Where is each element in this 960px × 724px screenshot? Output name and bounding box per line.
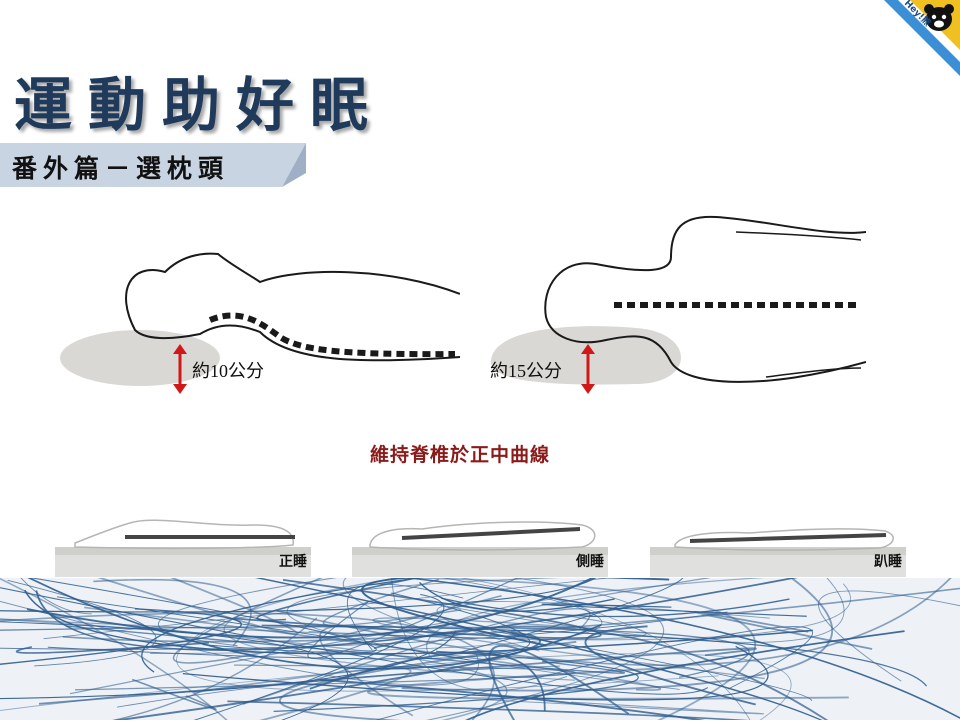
pattern-line [193,667,412,724]
mattress-back-figure [55,519,311,577]
pattern-line [309,651,546,712]
pattern-line [0,611,728,650]
pattern-line [0,612,496,724]
banner-shape [0,143,306,187]
body-outline [544,215,867,383]
pattern-line [113,547,832,724]
pattern-line [342,577,447,637]
subtitle-text: 番外篇－選枕頭 [12,154,230,183]
corner-logo: Hey!熊 [864,0,960,96]
pattern-line [26,567,613,639]
pattern-line [172,565,502,664]
pattern-line [488,644,630,724]
pattern-line [261,624,928,687]
pattern-line [62,587,960,643]
mattress-back-sleep: 正睡 [55,505,311,577]
pattern-line [441,597,790,618]
pattern-line [818,590,960,682]
pattern-line [277,566,960,667]
pattern-line [419,581,615,612]
pillow-shape [491,326,681,385]
pattern-line [0,615,647,640]
back-pillow-height-label: 約10公分 [192,361,264,381]
pattern-line [24,589,813,655]
arm-outline [735,231,862,241]
pattern-line [66,625,625,674]
pattern-line [0,626,750,679]
pattern-line [84,606,662,691]
pattern-line [19,576,92,615]
spine-dots [208,312,456,358]
pattern-line [38,647,757,705]
pattern-line [278,640,577,724]
spine-caption: 維持脊椎於正中曲線 [369,444,550,466]
pattern-line [490,630,813,701]
pattern-line [485,699,765,715]
pattern-line [367,666,849,700]
pattern-line [366,626,813,724]
mattress-label-side: 側睡 [576,554,604,570]
mattress-label-stomach: 趴睡 [874,554,902,570]
pattern-line [0,577,232,724]
subtitle-banner: 番外篇－選枕頭 [0,143,306,187]
pattern-line [0,600,479,686]
body-outline [125,252,461,362]
scribble-lines [0,547,960,724]
pattern-line [436,601,770,652]
pattern-line [415,564,665,722]
bear-face-icon [924,4,954,31]
pattern-line [150,551,603,654]
pattern-line [168,575,756,724]
mattress-stomach-sleep: 趴睡 [650,505,906,577]
mattress-side-figure [352,521,608,577]
mattress-label-back: 正睡 [279,554,307,570]
mattress-side-sleep: 側睡 [352,505,608,577]
side-sleep-pillow-diagram: 約15公分 [486,212,867,402]
back-sleep-pillow-diagram: 約10公分 [60,212,461,402]
pattern-line [390,570,568,692]
pattern-line [7,579,157,667]
pattern-line [456,630,905,724]
pattern-line [0,653,792,724]
back-sleep-figure [60,252,461,394]
pattern-line [320,678,715,724]
side-sleep-figure [491,215,867,394]
page-title: 運動助好眠 [14,71,385,139]
pattern-line [25,575,602,670]
pattern-line [694,610,873,650]
leg-outline [765,367,862,378]
pattern-line [447,552,845,643]
side-pillow-height-label: 約15公分 [490,361,562,381]
decorative-line-pattern [0,547,960,724]
pattern-line [584,625,756,706]
pattern-line [322,578,462,627]
pattern-line [286,576,680,690]
pattern-line [92,617,318,724]
mattress-stomach-figure [650,528,906,577]
